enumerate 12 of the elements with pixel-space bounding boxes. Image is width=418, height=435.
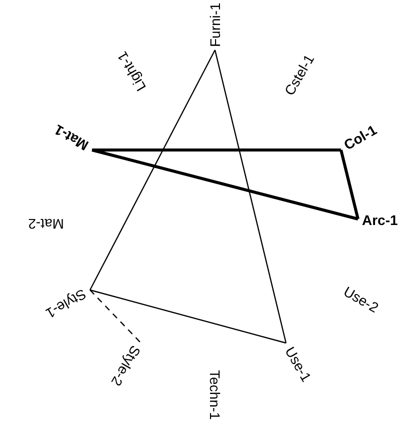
- node-label: Mat-2: [28, 215, 64, 233]
- node-label: Techn-1: [206, 370, 224, 420]
- connector-line: [340, 150, 360, 220]
- node-label: Arc-1: [362, 211, 398, 229]
- connector-line: [92, 148, 341, 152]
- connector-line: [92, 148, 358, 220]
- connector-line: [89, 50, 216, 290]
- node-label: Col-1: [340, 120, 380, 154]
- connector-line: [90, 289, 286, 344]
- connector-line: [214, 50, 287, 344]
- connector-line: [90, 290, 140, 342]
- node-label: Furni-1: [206, 2, 224, 47]
